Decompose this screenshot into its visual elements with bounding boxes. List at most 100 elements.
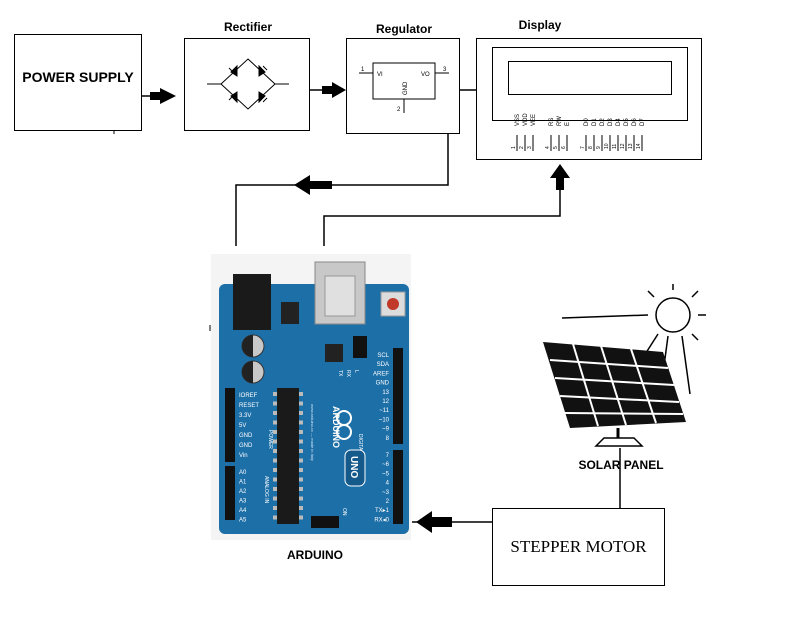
digital-pin-label: GND — [376, 381, 390, 387]
digital-pin-label: ~6 — [382, 462, 390, 468]
arduino-board: IOREFRESET3.3V5VGNDGNDVinPOWERA0A1A2A3A4… — [219, 261, 409, 534]
digital-pin-label: 12 — [382, 399, 389, 405]
analog-pin-label: A2 — [239, 489, 247, 495]
chip-pin — [273, 496, 277, 501]
lcd-pin-number: 5 — [553, 146, 559, 149]
analog-pin-label: A0 — [239, 470, 247, 476]
arrow-reg-arduino — [294, 175, 332, 195]
arduino-logo-icon — [336, 424, 352, 440]
lcd-pin-name: D7 — [640, 118, 646, 126]
lcd-pin-name: D2 — [600, 118, 606, 126]
power-pin-label: Vin — [239, 453, 248, 459]
chip-pin — [299, 487, 303, 491]
lcd-outer-frame — [492, 47, 688, 121]
chip-pin — [273, 458, 277, 463]
power-supply-label: POWER SUPPLY — [22, 69, 134, 85]
power-group-label: POWER — [267, 430, 273, 449]
capacitor-mark — [242, 361, 253, 383]
analog-pin-label: A1 — [239, 480, 247, 486]
uno-badge — [344, 449, 366, 487]
lcd-pin-name: D6 — [632, 118, 638, 126]
analog-pin-label: A3 — [239, 499, 247, 505]
chip-pin — [273, 477, 277, 482]
digital-pin-label: 13 — [382, 390, 389, 396]
reg-label-in: VI — [377, 72, 383, 78]
reg-pin-out: 3 — [443, 67, 447, 73]
stepper-motor-block: STEPPER MOTOR — [492, 508, 665, 586]
wire-arduino-display — [323, 186, 561, 246]
chip-pin — [299, 496, 303, 501]
led-label: TX — [337, 370, 343, 377]
lcd-pin-name: D4 — [616, 118, 622, 126]
chip-pin — [273, 420, 277, 425]
digital-header-bottom — [393, 450, 403, 524]
capacitor-mark — [242, 335, 253, 357]
made-in-label: www.arduino.cc — made in Italy — [310, 404, 315, 461]
lcd-pin-number: 1 — [511, 146, 517, 149]
brand-label: ARDUINO — [331, 406, 341, 448]
bottom-header — [311, 516, 339, 528]
arrow-ps-rect — [150, 88, 176, 104]
chip-pin — [273, 449, 277, 453]
chip-pin — [273, 392, 277, 396]
lcd-pin-number: 9 — [596, 146, 602, 149]
chip-pin — [273, 487, 277, 491]
power-pin-label: GND — [239, 443, 253, 449]
power-header — [225, 388, 235, 462]
lcd-pin-name: D3 — [608, 118, 614, 126]
chip-pin — [273, 506, 277, 510]
led-label: RX — [345, 370, 351, 378]
analog-pin-label: A5 — [239, 518, 247, 524]
display-title: Display — [518, 18, 562, 32]
bridge-rectifier-icon — [207, 58, 289, 110]
reg-pin-in: 1 — [361, 67, 365, 73]
arrow-stepper-arduino — [416, 511, 452, 533]
wire-reg-arduino — [235, 134, 449, 246]
lcd-pin-name: E — [565, 122, 571, 126]
model-label: UNO — [348, 456, 359, 478]
chip-pin — [299, 439, 303, 444]
chip-pin — [299, 477, 303, 482]
solar-panel-label: SOLAR PANEL — [578, 458, 664, 472]
lcd-pin-name: D0 — [584, 118, 590, 126]
atmega-chip — [277, 388, 299, 524]
regulator-title: Regulator — [375, 22, 432, 36]
lcd-pin-number: 10 — [604, 143, 610, 149]
arrow-rect-reg — [322, 82, 346, 98]
led-label: L — [353, 370, 359, 373]
lcd-pin-number: 12 — [620, 143, 626, 149]
chip-pin — [273, 439, 277, 444]
digital-pin-label: TX▸1 — [375, 508, 390, 514]
lcd-pin-number: 14 — [636, 143, 642, 149]
digital-pin-label: RX◂0 — [374, 517, 389, 523]
digital-pin-label: 8 — [386, 436, 390, 442]
digital-pin-label: ~11 — [379, 408, 389, 414]
digital-pin-label: SCL — [377, 353, 389, 359]
arrow-arduino-display — [550, 164, 570, 190]
lcd-pin-number: 2 — [519, 146, 525, 149]
digital-pin-label: AREF — [373, 371, 389, 377]
on-label: ON — [341, 508, 347, 516]
chip-pin — [273, 468, 277, 472]
reset-button-cap[interactable] — [387, 298, 399, 310]
digital-pin-label: ~3 — [382, 490, 390, 496]
arduino-label: ARDUINO — [287, 548, 343, 562]
digital-pin-label: 4 — [386, 481, 390, 487]
chip-pin — [299, 420, 303, 425]
solar-panel-illustration — [543, 284, 706, 447]
analog-header — [225, 466, 235, 520]
chip-pin — [273, 401, 277, 406]
chip-pin — [273, 430, 277, 434]
reg-label-gnd: GND — [403, 81, 409, 95]
lcd-pin-name: RS — [549, 118, 555, 126]
voltage-regulator-chip — [281, 302, 299, 324]
digital-header-top — [393, 348, 403, 444]
power-pin-label: RESET — [239, 403, 259, 409]
power-pin-label: 5V — [239, 423, 246, 429]
usb-port-inner — [324, 275, 356, 317]
digital-pin-label: ~9 — [382, 427, 390, 433]
lcd-pin-name: VSS — [515, 114, 521, 126]
chip-pin — [273, 515, 277, 520]
icsp-header — [353, 336, 367, 358]
